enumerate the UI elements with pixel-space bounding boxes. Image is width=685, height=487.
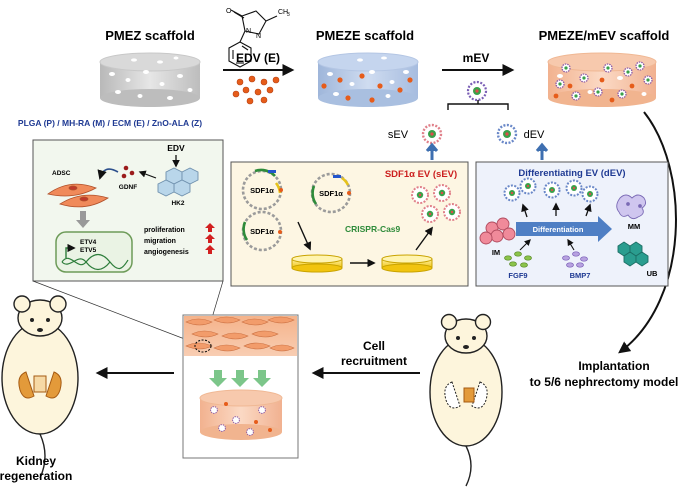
hk2-to-gdnf-arrow — [138, 170, 157, 179]
fgf9-molecules — [504, 251, 532, 268]
effect-proliferation: proliferation — [144, 227, 185, 234]
dna-strand-2 — [61, 258, 111, 271]
implantation-line2: to 5/6 nephrectomy model — [530, 375, 679, 389]
pmez-scaffold-title: PMEZ scaffold — [105, 28, 195, 43]
im-label: IM — [492, 248, 500, 257]
differentiation-arrow — [516, 216, 612, 242]
mev-label: mEV — [463, 51, 490, 65]
im-cells — [479, 217, 516, 245]
bmp7-molecules — [562, 251, 588, 268]
sev-particle — [421, 123, 443, 145]
etv5-label: ETV5 — [80, 247, 97, 254]
dish-1 — [291, 254, 343, 273]
pmeze-mev-scaffold-cylinder — [547, 52, 657, 107]
kidney-regeneration-line2: regeneration — [0, 469, 72, 483]
plasmid-markers — [268, 170, 351, 234]
dev-up-arrow — [535, 142, 549, 160]
fgf9-arrow — [519, 239, 531, 251]
bmp7-label: BMP7 — [570, 271, 591, 280]
transcription-arrow — [65, 243, 76, 258]
mouse-nephrectomy — [429, 313, 503, 487]
molecule-nitrogen-1: N — [246, 28, 251, 35]
effect-migration: migration — [144, 238, 176, 245]
sev-cluster — [411, 184, 461, 223]
zoom-line-left — [32, 280, 204, 347]
sev-label: sEV — [388, 129, 409, 141]
ub-label: UB — [647, 269, 658, 278]
edv-molecule-structure — [228, 9, 278, 68]
plasmid-to-dish-arrow — [297, 221, 312, 251]
plasmid-label-2: SDF1α — [319, 189, 343, 198]
mm-label: MM — [628, 222, 641, 231]
scaffold-in-tissue — [199, 389, 283, 440]
fgf9-label: FGF9 — [508, 271, 527, 280]
plasmid-label-1: SDF1α — [250, 186, 274, 195]
gdnf-dots — [121, 165, 135, 179]
mev-bracket — [447, 100, 509, 110]
dev-cluster — [503, 177, 599, 203]
pmeze-scaffold-cylinder — [317, 52, 419, 107]
implantation-curved-arrow — [618, 111, 677, 354]
gdnf-curved-arrow — [97, 168, 119, 180]
dev-label: dEV — [524, 129, 545, 141]
dev-particle — [496, 123, 518, 145]
zoom-highlight-circle — [194, 339, 212, 353]
mouse-regenerated — [1, 295, 79, 479]
dev-title: Differentiating EV (dEV) — [518, 168, 625, 179]
inset-edv-label: EDV — [167, 143, 185, 153]
mm-cells — [616, 194, 647, 220]
dev-up-arrows — [521, 202, 592, 218]
kidney-regeneration-line1: Kidney — [16, 454, 56, 468]
hk2-label: HK2 — [171, 200, 184, 207]
effect-up-arrows — [205, 223, 215, 254]
cell-recruitment-line2: recruitment — [341, 354, 407, 368]
sev-up-arrow — [425, 142, 439, 160]
adsc-cells — [47, 183, 109, 208]
pmez-components-label: PLGA (P) / MH-RA (M) / ECM (E) / ZnO-ALA… — [18, 118, 202, 128]
edv-label: EDV (E) — [236, 51, 280, 65]
inset-down-arrow — [76, 211, 90, 228]
ub-cells — [617, 241, 649, 267]
gdnf-label: GDNF — [119, 184, 137, 191]
tissue-cell-layer — [184, 316, 297, 356]
sdf-ev-title: SDF1α EV (sEV) — [385, 169, 457, 180]
molecule-methyl: CH — [278, 9, 288, 16]
molecule-oxygen: O — [226, 8, 232, 15]
molecule-nitrogen-2: N — [256, 33, 261, 40]
plasmid-label-3: SDF1α — [250, 227, 274, 236]
pmeze-mev-scaffold-title: PMEZE/mEV scaffold — [539, 28, 670, 43]
bmp7-arrow — [567, 238, 575, 251]
dish-2 — [381, 254, 433, 273]
dish-to-sev-arrow — [415, 226, 433, 251]
cell-recruitment-line1: Cell — [363, 339, 385, 353]
implantation-line1: Implantation — [578, 359, 649, 373]
differentiation-label: Differentiation — [533, 225, 584, 234]
hk2-cells — [157, 167, 199, 197]
effect-angiogenesis: angiogenesis — [144, 249, 189, 256]
edv-particles — [232, 75, 280, 105]
pmeze-scaffold-title: PMEZE scaffold — [316, 28, 414, 43]
pmez-scaffold-cylinder — [99, 52, 201, 107]
etv4-label: ETV4 — [80, 239, 97, 246]
molecule-methyl-subscript: 3 — [287, 12, 290, 18]
recruitment-arrows — [209, 370, 271, 387]
mev-particle — [466, 80, 488, 102]
adsc-label: ADSC — [52, 170, 71, 177]
crispr-label: CRISPR-Cas9 — [345, 224, 401, 234]
